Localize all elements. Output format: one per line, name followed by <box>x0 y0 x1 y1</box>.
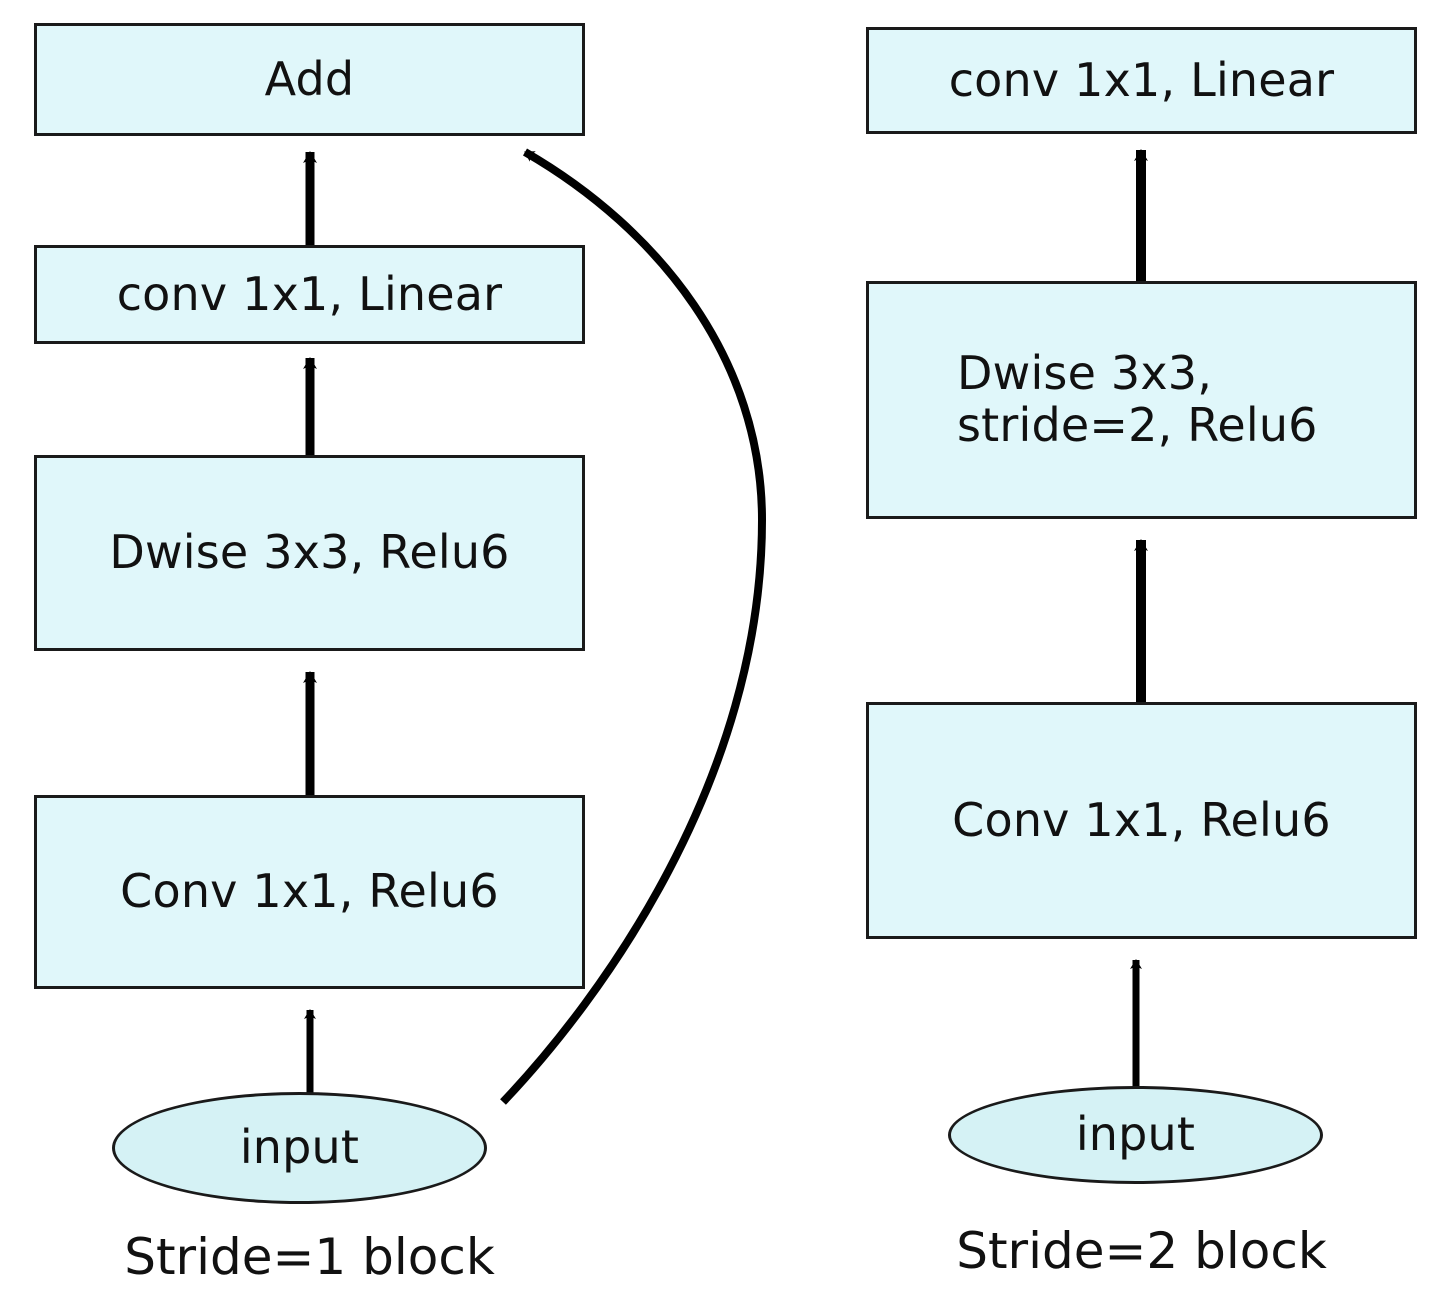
caption-stride1-block: Stride=1 block <box>124 1228 495 1286</box>
node-conv-1x1-linear-stride2[interactable]: conv 1x1, Linear <box>866 27 1417 134</box>
caption-stride2-block: Stride=2 block <box>956 1222 1327 1280</box>
node-label: conv 1x1, Linear <box>948 52 1335 107</box>
node-add-stride1[interactable]: Add <box>34 23 585 136</box>
node-conv-1x1-relu6-stride1[interactable]: Conv 1x1, Relu6 <box>34 795 585 989</box>
node-label: Conv 1x1, Relu6 <box>952 792 1331 847</box>
node-label: Dwise 3x3, Relu6 <box>109 525 510 580</box>
node-label: input <box>239 1120 360 1175</box>
node-dwise-3x3-stride2-relu6[interactable]: Dwise 3x3, stride=2, Relu6 <box>866 281 1417 519</box>
node-label: input <box>1075 1107 1196 1162</box>
node-dwise-3x3-relu6-stride1[interactable]: Dwise 3x3, Relu6 <box>34 455 585 651</box>
node-label: conv 1x1, Linear <box>116 266 503 321</box>
node-label: Conv 1x1, Relu6 <box>120 864 499 919</box>
node-input-stride1[interactable]: input <box>112 1092 487 1204</box>
node-input-stride2[interactable]: input <box>948 1086 1323 1184</box>
node-label: Dwise 3x3, stride=2, Relu6 <box>957 346 1318 452</box>
node-conv-1x1-linear-stride1[interactable]: conv 1x1, Linear <box>34 245 585 344</box>
node-label: Add <box>264 51 355 106</box>
node-conv-1x1-relu6-stride2[interactable]: Conv 1x1, Relu6 <box>866 702 1417 939</box>
